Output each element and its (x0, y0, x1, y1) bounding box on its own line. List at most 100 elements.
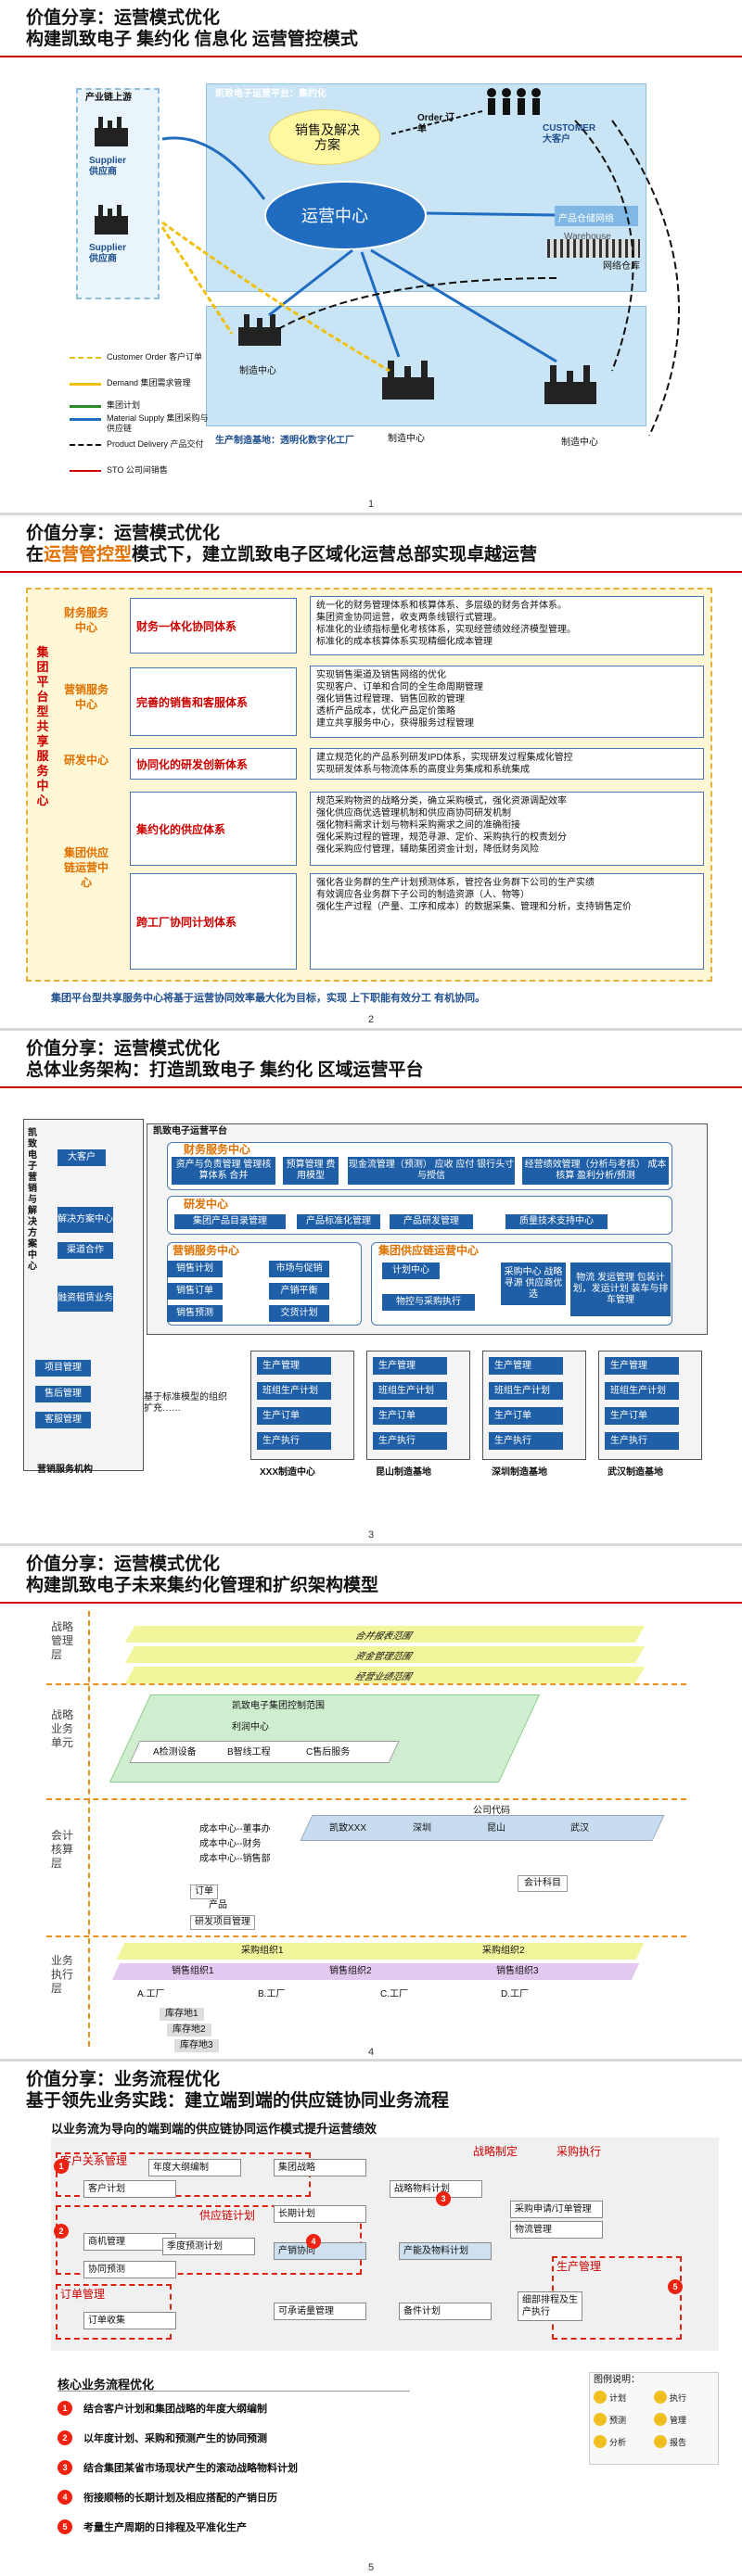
plant-box: 生产管理 (257, 1357, 331, 1375)
factory-icon (237, 311, 283, 348)
title-rule (0, 1602, 742, 1604)
plant-box: 生产执行 (605, 1432, 679, 1450)
box: 经营绩效管理（分析与考核） 成本核算 盈利分析/预测 (522, 1157, 669, 1185)
legend-dot (594, 2435, 607, 2448)
process-node: 商机管理 (83, 2233, 176, 2251)
plant-box: 生产管理 (489, 1357, 563, 1375)
core-point-text: 考量生产周期的日排程及平准化生产 (83, 2522, 247, 2533)
slide-title: 价值分享：运营模式优化构建凯致电子未来集约化管理和扩织架构模型 (26, 1554, 379, 1595)
order-item: 订单 (190, 1884, 218, 1899)
sales-ellipse (269, 109, 380, 165)
mk-head: 营销服务中心 (173, 1244, 240, 1257)
unit: B智线工程 (227, 1747, 271, 1758)
plant-box: 班组生产计划 (257, 1382, 331, 1400)
center-label: 研发中心 (63, 754, 109, 767)
layer-label: 会计核算层 (51, 1829, 74, 1870)
legend-items: 计划执行预测管理分析报告 (594, 2391, 714, 2460)
box: 资产与负责管理 管理核算体系 合并 (172, 1157, 275, 1185)
strategy-bar: 资金管理范围 (124, 1646, 646, 1663)
store: 库存地2 (167, 2024, 211, 2037)
upstream-label: 产业链上游 (85, 93, 132, 103)
box: 物流 发运管理 包装计划，发运计划 装车与排车管理 (570, 1263, 671, 1316)
step-marker: 5 (668, 2279, 683, 2294)
section-label: 客户关系管理 (60, 2154, 128, 2167)
step-marker: 1 (58, 2401, 72, 2416)
detail-line: 强化供应商优选管理机制和供应商协同研发机制 (316, 808, 511, 818)
legend-item: 报告 (654, 2435, 686, 2448)
company: 凯致XXX (329, 1823, 367, 1834)
legend-label: 管理 (670, 2415, 687, 2425)
detail-line: 实现客户、订单和合同的全生命周期管理 (316, 682, 483, 692)
divider (46, 1935, 686, 1937)
system-box: 集约化的供应体系 (130, 792, 297, 866)
process-node: 订单收集 (83, 2312, 176, 2329)
factory: B.工厂 (258, 1989, 286, 1999)
sales-org: 销售组织1 (172, 1966, 214, 1976)
step-marker: 2 (58, 2430, 72, 2445)
section-label: 采购执行 (556, 2145, 602, 2158)
box: 销售计划 (167, 1261, 223, 1277)
purchase-org: 采购组织1 (241, 1946, 284, 1956)
cost-center: 成本中心--销售部 (199, 1854, 271, 1864)
legend-label: 执行 (670, 2392, 687, 2403)
process-node: 集团战略 (274, 2159, 366, 2176)
org-label: 营销服务机构 (37, 1465, 93, 1475)
detail-line: 强化采购过程的管理，规范寻源、定价、采购执行的权责划分 (316, 832, 567, 843)
detail-line: 实现销售渠道及销售网络的优化 (316, 670, 446, 680)
step-marker: 4 (306, 2234, 321, 2249)
control-band (109, 1694, 541, 1783)
left-panel-head: 凯致电子营销与解决方案中心 (28, 1128, 37, 1272)
box: 客服管理 (35, 1412, 91, 1428)
detail-line: 实现研发体系与物流体系的高度业务集成和系统集成 (316, 765, 530, 775)
step-marker: 5 (58, 2519, 72, 2534)
core-rule (58, 2391, 410, 2392)
process-node: 协同预测 (83, 2261, 176, 2278)
mfg-label: 制造中心 (388, 434, 425, 444)
section-label: 订单管理 (60, 2288, 106, 2301)
center-label: 营销服务中心 (63, 683, 109, 711)
detail-line: 建立规范化的产品系列研发IPD体系，实现研发过程集成化管控 (316, 753, 573, 763)
core-title: 核心业务流程优化 (58, 2378, 155, 2392)
process-node: 年度大纲编制 (148, 2159, 241, 2176)
slide-1: 价值分享：运营模式优化构建凯致电子 集约化 信息化 运营管控模式 产业链上游 S… (0, 0, 742, 513)
core-point-text: 结合客户计划和集团战略的年度大纲编制 (83, 2404, 267, 2415)
detail-line: 强化物料需求计划与物料采购需求之间的准确衔接 (316, 820, 520, 831)
layer-label: 战略管理层 (51, 1620, 74, 1661)
legend-label: 计划 (609, 2392, 627, 2403)
core-point: 1 结合客户计划和集团战略的年度大纲编制 (58, 2401, 267, 2416)
detail-line: 标准化的成本核算体系实现精细化成本管理 (316, 637, 493, 647)
slide-2: 价值分享：运营模式优化在运营管控型模式下，建立凯致电子区域化运营总部实现卓越运营… (0, 515, 742, 1028)
strategy-bar: 合并报表范围 (124, 1626, 646, 1643)
unit: A检测设备 (153, 1747, 197, 1758)
footnote: 集团平台型共享服务中心将基于运营协同效率最大化为目标，实现 上下职能有效分工 有… (51, 993, 486, 1004)
detail-line: 建立共享服务中心，获得服务过程管理 (316, 718, 474, 729)
mfg-label: 制造中心 (561, 438, 598, 448)
divider (46, 1798, 686, 1800)
row-supply: 集团供应链运营中心 集约化的供应体系 规范采购物资的战略分类，确立采购模式，强化… (58, 790, 707, 975)
page-number: 1 (367, 499, 375, 510)
legend-item: STO 公司间销售 (70, 465, 209, 488)
box: 交货计划 (269, 1305, 329, 1322)
legend-dot (654, 2391, 667, 2404)
plant-box: 生产订单 (257, 1407, 331, 1425)
detail-line: 强化各业务群的生产计划预测体系，管控各业务群下公司的生产实绩 (316, 878, 595, 888)
core-point-text: 衔接顺畅的长期计划及相应搭配的产销日历 (83, 2493, 277, 2504)
plant-label: XXX制造中心 (260, 1467, 316, 1478)
row-rd: 研发中心 协同化的研发创新体系 建立规范化的产品系列研发IPD体系，实现研发过程… (58, 746, 707, 783)
sales-org: 销售组织2 (329, 1966, 372, 1976)
company: 武汉 (570, 1823, 589, 1834)
unit: C售后服务 (306, 1747, 351, 1758)
legend-item: Product Delivery 产品交付 (70, 439, 209, 465)
legend-item: 执行 (654, 2391, 686, 2404)
sc-head: 集团供应链运营中心 (378, 1244, 480, 1257)
order-item: 研发项目管理 (190, 1915, 255, 1930)
process-node: 细部排程及生产执行 (518, 2291, 582, 2321)
process-node: 物流管理 (510, 2221, 603, 2239)
plant-box: 生产订单 (489, 1407, 563, 1425)
fin-head: 财务服务中心 (184, 1143, 251, 1156)
plant-column: 生产管理班组生产计划生产订单生产执行 (250, 1351, 354, 1460)
